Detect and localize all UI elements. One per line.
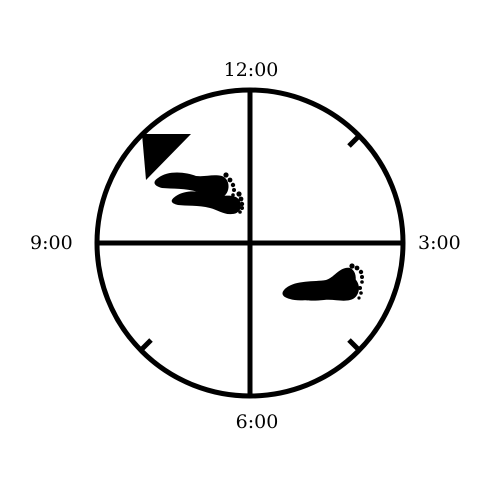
tick-mark-2 (347, 133, 362, 148)
footprints-icon (154, 172, 245, 215)
label-12: 12:00 (224, 59, 279, 81)
label-9: 9:00 (30, 232, 73, 254)
label-3: 3:00 (418, 232, 461, 254)
arrow-up-left-icon (142, 134, 191, 180)
label-6: 6:00 (236, 411, 279, 433)
tick-mark-8 (138, 338, 153, 353)
tick-mark-4 (347, 338, 362, 353)
footprints-icon (282, 263, 364, 301)
